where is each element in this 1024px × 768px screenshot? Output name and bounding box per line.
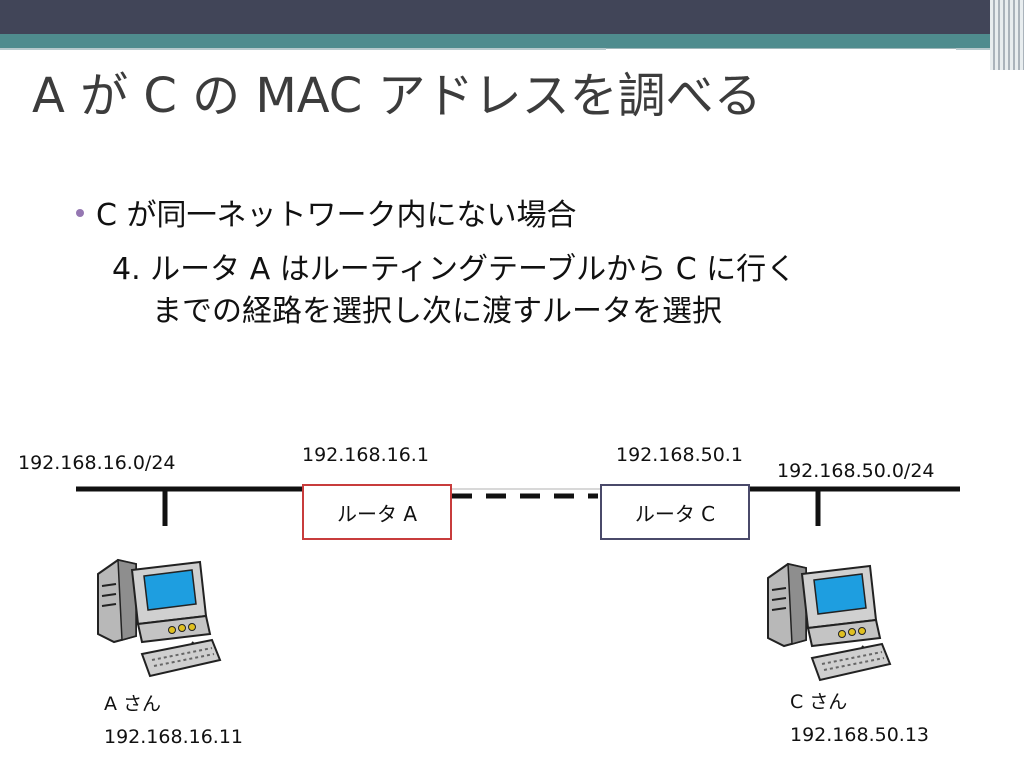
- step-text-line1: 4. ルータ A はルーティングテーブルから C に行く: [112, 252, 797, 287]
- step-text-line2: までの経路を選択し次に渡すルータを選択: [152, 294, 722, 329]
- router-c-box: ルータ C: [600, 484, 750, 540]
- host-a-name: A さん: [104, 693, 162, 715]
- bullet-text: C が同一ネットワーク内にない場合: [96, 198, 577, 233]
- router-a-box: ルータ A: [302, 484, 452, 540]
- header-accent-bar: [0, 34, 1024, 48]
- router-c-label: ルータ C: [634, 501, 716, 526]
- router-a-ip-label: 192.168.16.1: [302, 444, 429, 466]
- network-left-label: 192.168.16.0/24: [18, 452, 176, 474]
- bullet-dot-icon: [76, 208, 84, 217]
- header-divider: [0, 48, 1024, 50]
- router-a-label: ルータ A: [336, 501, 418, 526]
- bullet-item: C が同一ネットワーク内にない場合: [76, 190, 576, 234]
- slide-title: A が C の MAC アドレスを調べる: [32, 68, 762, 124]
- computer-icon: [767, 562, 892, 682]
- header-tab: [606, 48, 956, 65]
- host-c-ip: 192.168.50.13: [790, 724, 930, 746]
- computer-icon: [97, 558, 222, 678]
- header-bar: [0, 0, 1024, 34]
- network-right-label: 192.168.50.0/24: [777, 460, 935, 482]
- router-c-ip-label: 192.168.50.1: [616, 444, 743, 466]
- host-c-label: C さん 192.168.50.13: [790, 686, 929, 752]
- host-a-ip: 192.168.16.11: [104, 726, 244, 748]
- host-a-label: A さん 192.168.16.11: [104, 688, 243, 754]
- header-stripes: [990, 0, 1024, 70]
- host-c-name: C さん: [790, 691, 848, 713]
